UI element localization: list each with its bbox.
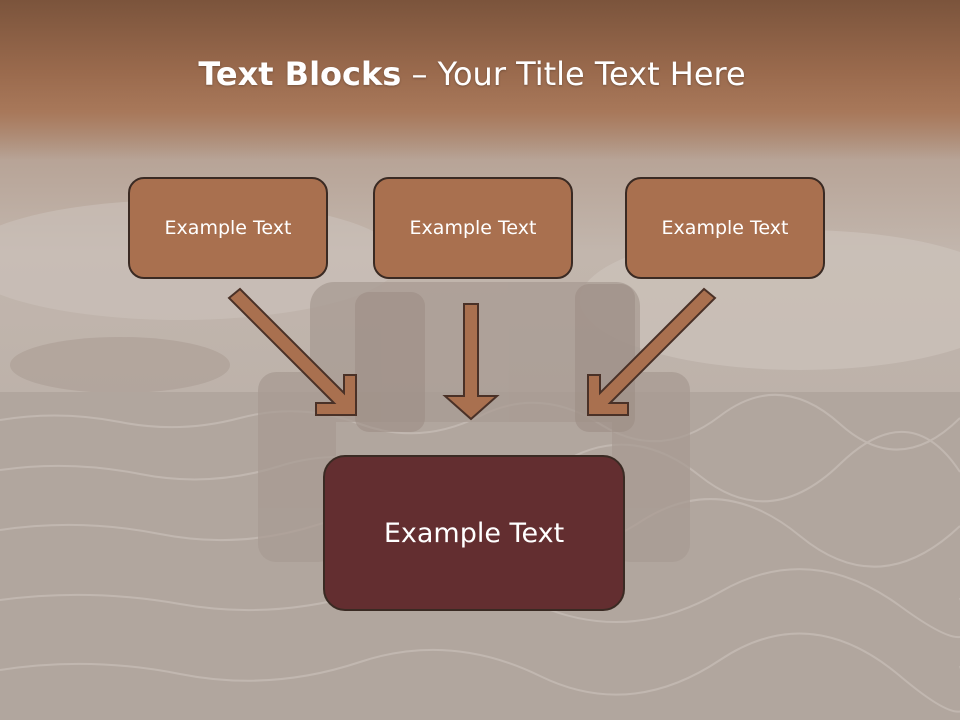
block-left-label: Example Text xyxy=(164,217,292,239)
arrow-right xyxy=(587,287,717,416)
block-right-label: Example Text xyxy=(661,217,789,239)
block-center: Example Text xyxy=(373,177,573,279)
page-title: Text Blocks – Your Title Text Here xyxy=(0,52,944,96)
title-separator: – xyxy=(401,55,438,93)
arrow-center xyxy=(442,303,500,421)
arrow-left xyxy=(227,287,357,416)
block-center-label: Example Text xyxy=(409,217,537,239)
target-block-label: Example Text xyxy=(383,517,565,549)
title-bold-part: Text Blocks xyxy=(198,55,402,93)
block-left: Example Text xyxy=(128,177,328,279)
target-block: Example Text xyxy=(323,455,625,611)
block-right: Example Text xyxy=(625,177,825,279)
title-rest: Your Title Text Here xyxy=(437,55,746,93)
header-band xyxy=(0,0,960,160)
